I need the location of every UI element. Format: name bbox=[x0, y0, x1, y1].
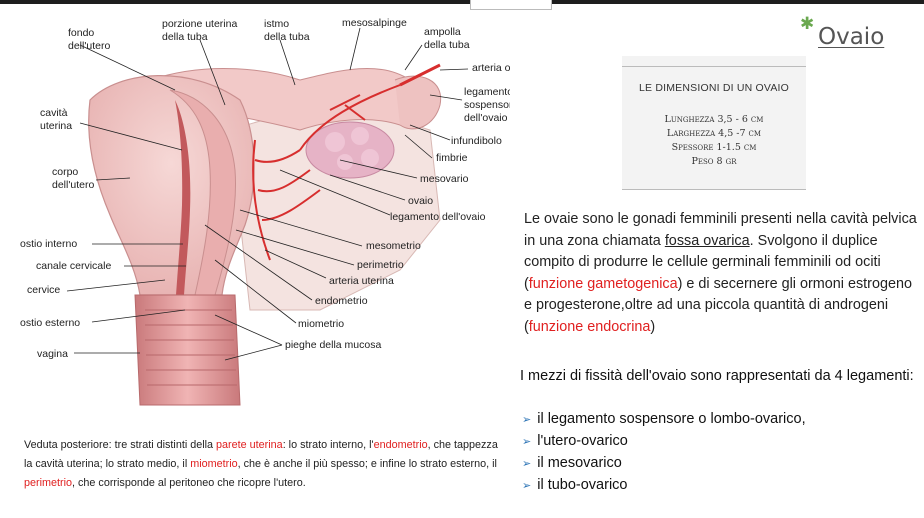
gametogenic-term: funzione gametogenica bbox=[528, 275, 678, 292]
arrow-bullet-icon: ➢ bbox=[522, 458, 532, 470]
label-legamento-3: dell'ovaio bbox=[464, 112, 508, 124]
top-bar bbox=[0, 0, 924, 4]
uterus-diagram: fondo dell'utero porzione uterina della … bbox=[20, 17, 510, 406]
label-cavita-1: cavità bbox=[40, 107, 68, 119]
dimensions-rule-top bbox=[622, 66, 806, 67]
para-text-4: ) bbox=[650, 318, 656, 335]
uterine-cavity bbox=[175, 100, 191, 295]
label-miometrio: miometrio bbox=[298, 318, 344, 330]
dimension-width: Larghezza 4,5 -7 cm bbox=[666, 128, 762, 139]
diagram-caption: Veduta posteriore: tre strati distinti d… bbox=[24, 436, 504, 493]
ligament-label: il tubo-ovarico bbox=[537, 477, 628, 493]
ligament-label: il mesovarico bbox=[537, 455, 622, 471]
para-text-3: ) e di secernere gli ormoni estrogeno e … bbox=[524, 275, 912, 335]
ligaments-list: ➢ il legamento sospensore o lombo-ovarico… bbox=[522, 409, 806, 497]
label-perimetrio: perimetrio bbox=[357, 259, 404, 271]
caption-text-5: , che corrisponde al peritoneo che ricop… bbox=[72, 477, 306, 489]
label-mesometrio: mesometrio bbox=[366, 240, 421, 252]
label-porzione-2: della tuba bbox=[162, 31, 208, 43]
label-istmo-2: della tuba bbox=[264, 31, 310, 43]
label-arteria-ovarica: arteria ovarica bbox=[472, 62, 510, 74]
label-corpo-2: dell'utero bbox=[52, 179, 94, 191]
ligament-label: il legamento sospensore o lombo-ovarico, bbox=[537, 411, 806, 427]
label-vagina: vagina bbox=[37, 348, 68, 360]
label-istmo-1: istmo bbox=[264, 18, 289, 30]
label-endometrio: endometrio bbox=[315, 295, 368, 307]
label-legamento-2: sospensore bbox=[464, 99, 510, 111]
caption-perimetrio-term: perimetrio bbox=[24, 477, 73, 489]
label-infundibolo: infundibolo bbox=[451, 135, 502, 147]
title-asterisk-icon: ✱ bbox=[800, 14, 815, 33]
label-porzione-1: porzione uterina bbox=[162, 18, 237, 30]
label-cervice: cervice bbox=[27, 284, 60, 296]
dimensions-heading: LE DIMENSIONI DI UN OVAIO bbox=[638, 82, 790, 94]
label-mesovario: mesovario bbox=[420, 173, 469, 185]
label-pieghe: pieghe della mucosa bbox=[285, 339, 381, 351]
ligaments-intro: I mezzi di fissità dell'ovaio sono rappr… bbox=[520, 368, 914, 384]
list-item: ➢ il tubo-ovarico bbox=[522, 475, 806, 497]
dimension-weight: Peso 8 gr bbox=[691, 156, 737, 167]
list-item: ➢ l'utero-ovarico bbox=[522, 431, 806, 453]
label-arteria-uterina: arteria uterina bbox=[329, 275, 394, 287]
endocrine-term: funzione endocrina bbox=[528, 318, 651, 335]
ligament-label: l'utero-ovarico bbox=[537, 433, 628, 449]
label-ampolla-2: della tuba bbox=[424, 39, 470, 51]
fossa-ovarica-term: fossa ovarica bbox=[664, 232, 750, 249]
caption-text-3: , che tappezza la cavità uterina; lo str… bbox=[24, 439, 498, 470]
caption-text-1: Veduta posteriore: tre strati distinti d… bbox=[24, 439, 217, 451]
label-mesosalpinge: mesosalpinge bbox=[342, 17, 407, 29]
label-ostio-interno: ostio interno bbox=[20, 238, 77, 250]
dimensions-table: LE DIMENSIONI DI UN OVAIO Lunghezza 3,5 … bbox=[622, 56, 806, 190]
ovary-description: Le ovaie sono le gonadi femminili presen… bbox=[524, 209, 920, 338]
caption-endometrio-term: endometrio bbox=[373, 439, 428, 451]
dimension-thickness: Spessore 1-1.5 cm bbox=[671, 142, 757, 153]
dimensions-rule-bottom bbox=[622, 189, 806, 190]
label-ampolla-1: ampolla bbox=[424, 26, 461, 38]
arrow-bullet-icon: ➢ bbox=[522, 414, 532, 426]
dimension-length: Lunghezza 3,5 - 6 cm bbox=[664, 114, 764, 125]
list-item: ➢ il legamento sospensore o lombo-ovarico… bbox=[522, 409, 806, 431]
label-cavita-2: uterina bbox=[40, 120, 72, 132]
ovarian-artery bbox=[399, 63, 441, 87]
para-text-1: Le ovaie sono le gonadi femminili presen… bbox=[524, 211, 917, 249]
top-tab bbox=[470, 0, 552, 10]
arrow-bullet-icon: ➢ bbox=[522, 480, 532, 492]
caption-parete-term: parete uterina bbox=[216, 439, 283, 451]
label-corpo-1: corpo bbox=[52, 166, 78, 178]
vagina bbox=[134, 294, 241, 406]
list-item: ➢ il mesovarico bbox=[522, 453, 806, 475]
caption-text-2: : lo strato interno, l' bbox=[282, 439, 374, 451]
label-canale-cervicale: canale cervicale bbox=[36, 260, 111, 272]
caption-text-4: , che è anche il più spesso; e infine lo… bbox=[237, 458, 497, 470]
slide-title: Ovaio bbox=[818, 24, 885, 50]
label-fimbrie: fimbrie bbox=[436, 152, 468, 164]
label-fondo-1: fondo bbox=[68, 27, 94, 39]
label-legamento-1: legamento bbox=[464, 86, 510, 98]
label-fondo-2: dell'utero bbox=[68, 40, 110, 52]
arrow-bullet-icon: ➢ bbox=[522, 436, 532, 448]
caption-miometrio-term: miometrio bbox=[190, 458, 238, 470]
label-legamento-ovaio: legamento dell'ovaio bbox=[390, 211, 486, 223]
label-ovaio: ovaio bbox=[408, 195, 433, 207]
uterine-artery bbox=[252, 84, 401, 261]
label-ostio-esterno: ostio esterno bbox=[20, 317, 80, 329]
para-text-2: . Svolgono il duplice compito di produrr… bbox=[524, 232, 881, 292]
